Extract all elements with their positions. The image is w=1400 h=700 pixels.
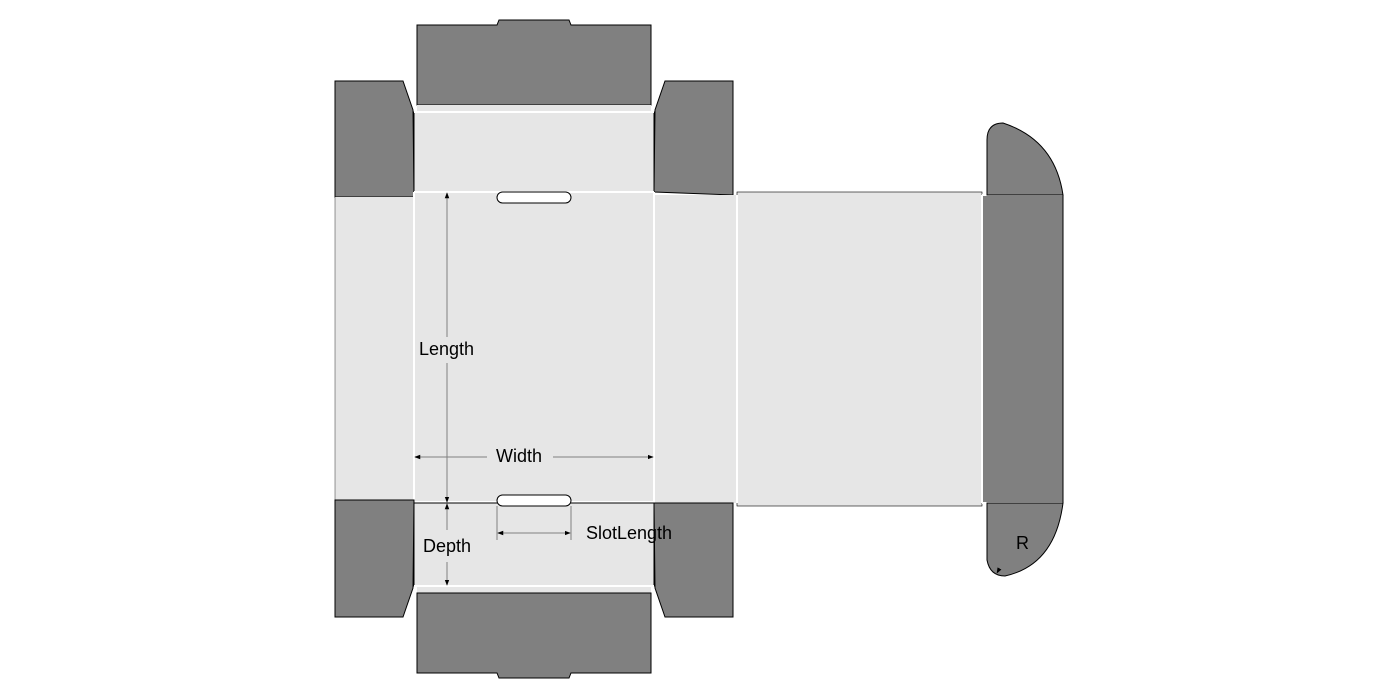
base-panel <box>414 192 654 503</box>
depth-label: Depth <box>423 536 472 556</box>
dimension-lines <box>414 192 1015 586</box>
top-flap-fold-strip <box>417 105 651 112</box>
upper-depth-panel <box>413 111 655 193</box>
left-side-panel <box>335 197 414 500</box>
upper-right-side-flap <box>653 80 734 196</box>
lid-panel <box>736 191 983 507</box>
lower-depth-panel <box>413 502 655 587</box>
top-tuck-flap <box>416 19 652 106</box>
width-label: Width <box>496 446 543 466</box>
upper-slot <box>496 191 572 204</box>
lower-slot <box>496 494 572 507</box>
lower-left-side-flap <box>334 499 415 618</box>
bottom-flap-fold-strip <box>417 586 651 593</box>
right-side-panel <box>654 195 737 503</box>
lower-right-side-flap <box>653 502 734 618</box>
bottom-tuck-flap <box>416 592 652 679</box>
length-label: Length <box>419 339 475 359</box>
upper-left-side-flap <box>334 80 415 198</box>
slot-length-label: SlotLength <box>586 523 673 543</box>
top-rounded-tuck-tab <box>986 122 1064 196</box>
bottom-rounded-tuck-tab <box>986 502 1064 577</box>
radius-label: R <box>1016 533 1029 553</box>
front-tuck-panel <box>982 195 1063 503</box>
